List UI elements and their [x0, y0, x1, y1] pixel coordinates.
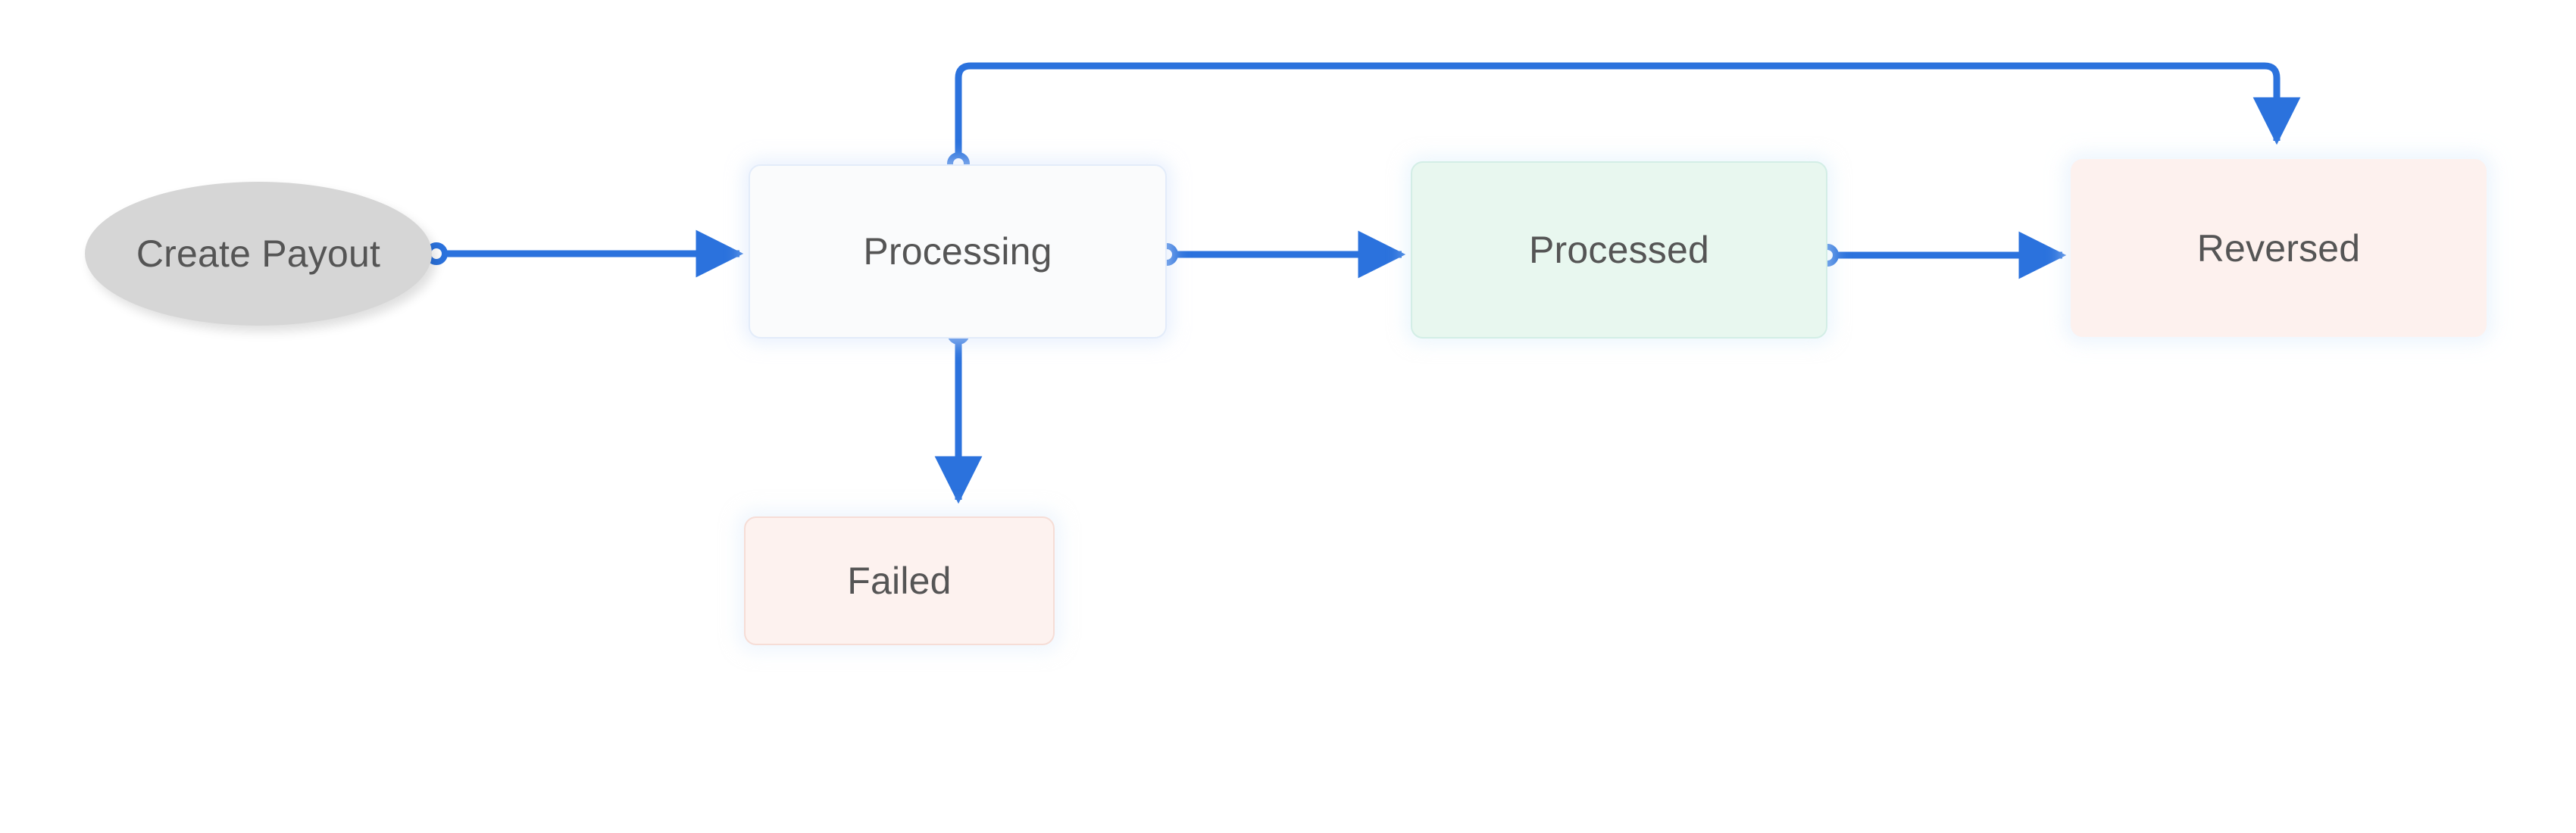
node-reversed[interactable]: Reversed — [2071, 159, 2487, 337]
node-reversed-label: Reversed — [2196, 226, 2361, 270]
node-processed-label: Processed — [1528, 229, 1710, 271]
node-processing-label: Processing — [863, 230, 1052, 273]
node-create-payout[interactable]: Create Payout — [85, 182, 432, 326]
edge-processing-to-reversed[interactable] — [955, 62, 2301, 156]
node-failed-label: Failed — [847, 560, 952, 602]
node-failed[interactable]: Failed — [744, 516, 1055, 645]
node-create-payout-label: Create Payout — [136, 232, 381, 275]
node-processed[interactable]: Processed — [1411, 161, 1827, 339]
node-processing[interactable]: Processing — [749, 164, 1167, 339]
